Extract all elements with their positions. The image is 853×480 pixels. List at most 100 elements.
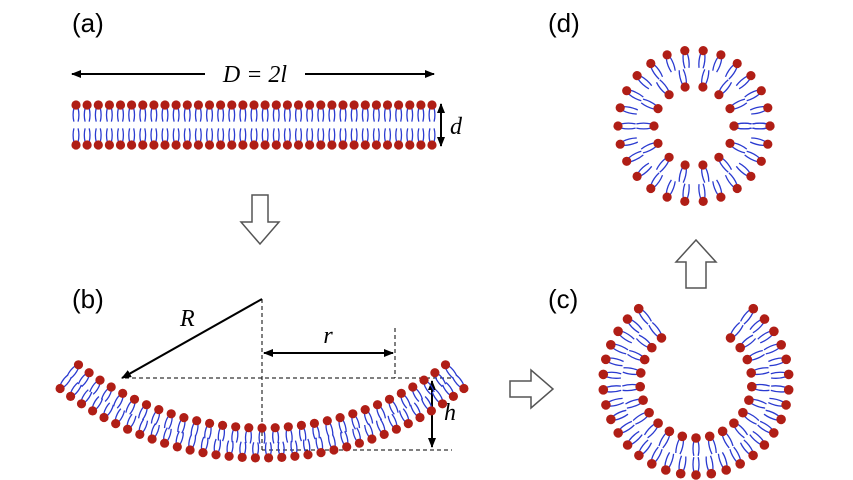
lipid-head bbox=[613, 428, 623, 438]
lipid-head bbox=[647, 342, 657, 353]
lipid-tail bbox=[277, 441, 281, 455]
lipid-head bbox=[218, 420, 228, 430]
lipid-head bbox=[622, 314, 633, 324]
lipid-tail bbox=[642, 146, 657, 154]
lipid-tail bbox=[110, 128, 113, 142]
lipid-tail bbox=[139, 128, 142, 142]
lipid-tail bbox=[388, 108, 392, 122]
lipid-head bbox=[776, 340, 786, 350]
lipid-tail bbox=[383, 108, 387, 122]
lipid-tail bbox=[754, 388, 770, 392]
lipid-head bbox=[316, 140, 326, 150]
panel-a-flat-bilayer: D = 2l d bbox=[71, 60, 463, 150]
lipid-head bbox=[732, 58, 742, 69]
lipid-tail bbox=[340, 432, 345, 445]
lipid-tail bbox=[679, 440, 685, 455]
lipid-head bbox=[632, 171, 642, 181]
lipid-tail bbox=[638, 312, 649, 325]
lipid-head bbox=[622, 86, 632, 96]
lipid-tail bbox=[743, 338, 757, 348]
lipid-head bbox=[416, 140, 426, 150]
lipid-tail bbox=[636, 122, 651, 125]
lipid-tail bbox=[441, 384, 451, 396]
lipid-head bbox=[405, 100, 415, 110]
lipid-head bbox=[691, 433, 701, 443]
lipid-head bbox=[646, 58, 656, 69]
lipid-tail bbox=[88, 108, 91, 122]
lipid-tail bbox=[328, 128, 331, 142]
lipid-tail bbox=[217, 128, 220, 142]
lipid-head bbox=[748, 450, 758, 461]
lipid-head bbox=[756, 156, 766, 166]
lipid-head bbox=[721, 465, 731, 475]
lipid-head bbox=[781, 354, 791, 365]
lipid-head bbox=[756, 86, 766, 96]
lipid-head bbox=[138, 100, 148, 110]
lipid-tail bbox=[205, 437, 209, 451]
lipid-head bbox=[781, 400, 791, 410]
lipid-tail bbox=[161, 108, 164, 122]
lipid-tail bbox=[692, 441, 695, 456]
lipid-tail bbox=[190, 423, 195, 436]
lipid-tail bbox=[288, 128, 291, 142]
lipid-head bbox=[675, 468, 686, 479]
lipid-tail bbox=[263, 431, 266, 444]
lipid-tail bbox=[400, 128, 403, 142]
lipid-tail bbox=[650, 172, 660, 185]
lipid-tail bbox=[266, 128, 269, 142]
lipid-head bbox=[182, 100, 192, 110]
lipid-head bbox=[303, 450, 313, 460]
lipid-tail bbox=[92, 383, 101, 395]
flat-bilayer bbox=[71, 100, 437, 150]
lipid-tail bbox=[411, 390, 420, 402]
lipid-tail bbox=[628, 430, 640, 442]
lipid-tail bbox=[628, 93, 642, 102]
lipid-head bbox=[647, 459, 657, 469]
lipid-tail bbox=[650, 67, 660, 80]
lipid-tail bbox=[718, 160, 729, 173]
lipid-head bbox=[147, 434, 157, 444]
lipid-head bbox=[277, 452, 287, 462]
big-radius-line bbox=[121, 298, 263, 379]
lipid-tail bbox=[728, 67, 738, 80]
lipid-tail bbox=[228, 108, 231, 122]
lipid-tail bbox=[272, 128, 275, 142]
lipid-tail bbox=[299, 128, 303, 142]
lipid-tail bbox=[317, 108, 320, 122]
lipid-tail bbox=[692, 457, 695, 472]
lipid-head bbox=[394, 140, 404, 150]
lipid-tail bbox=[379, 418, 386, 431]
lipid-tail bbox=[445, 368, 454, 379]
lipid-tail bbox=[363, 413, 370, 426]
lipid-tail bbox=[627, 353, 641, 361]
lipid-tail bbox=[306, 108, 309, 122]
lipid-head bbox=[160, 438, 170, 448]
lipid-tail bbox=[724, 64, 735, 78]
lipid-head bbox=[135, 429, 145, 439]
lipid-head bbox=[293, 140, 304, 150]
lipid-tail bbox=[682, 183, 686, 199]
lipid-tail bbox=[697, 441, 700, 456]
lipid-tail bbox=[163, 415, 169, 429]
lipid-tail bbox=[277, 108, 280, 122]
lipid-tail bbox=[409, 404, 418, 417]
lipid-head bbox=[66, 391, 76, 401]
lipid-tail bbox=[686, 53, 690, 68]
lipid-head bbox=[360, 140, 370, 150]
lipid-tail bbox=[166, 128, 169, 142]
lipid-tail bbox=[99, 128, 102, 142]
lipid-head bbox=[638, 395, 648, 406]
lipid-tail bbox=[333, 108, 336, 122]
lipid-tail bbox=[619, 334, 633, 344]
lipid-head bbox=[111, 419, 121, 429]
lipid-head bbox=[260, 100, 270, 110]
lipid-head bbox=[118, 388, 128, 398]
lipid-tail bbox=[372, 108, 375, 122]
lipid-head bbox=[104, 140, 114, 150]
lipid-tail bbox=[77, 108, 80, 122]
lipid-tail bbox=[665, 179, 672, 194]
lipid-tail bbox=[141, 408, 148, 421]
lipid-head bbox=[305, 140, 315, 150]
lipid-head bbox=[84, 368, 94, 378]
lipid-head bbox=[746, 171, 756, 181]
